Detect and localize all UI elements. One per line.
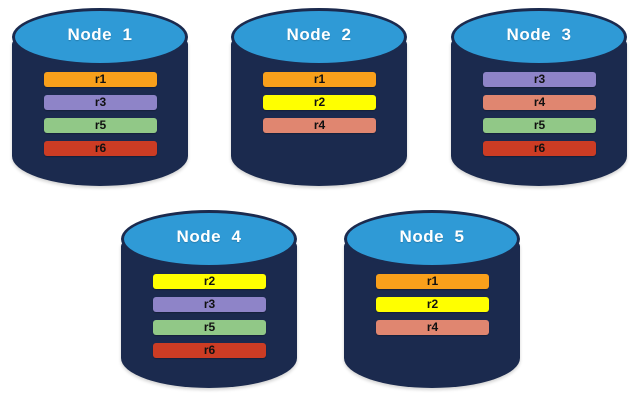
- database-node-1[interactable]: Node 1 r1 r3 r5 r6: [12, 8, 188, 186]
- record-bar[interactable]: r1: [263, 72, 376, 87]
- cylinder-top-ellipse: [121, 210, 297, 268]
- cylinder-top-ellipse: [344, 210, 520, 268]
- database-node-3[interactable]: Node 3 r3 r4 r5 r6: [451, 8, 627, 186]
- record-list: r2 r3 r5 r6: [153, 274, 266, 358]
- record-bar[interactable]: r1: [44, 72, 157, 87]
- database-node-4[interactable]: Node 4 r2 r3 r5 r6: [121, 210, 297, 388]
- record-bar[interactable]: r5: [153, 320, 266, 335]
- node-label: Node 3: [506, 25, 572, 44]
- record-bar[interactable]: r2: [153, 274, 266, 289]
- record-bar[interactable]: r3: [483, 72, 596, 87]
- record-list: r1 r2 r4: [263, 72, 376, 133]
- record-bar[interactable]: r5: [483, 118, 596, 133]
- record-list: r1 r2 r4: [376, 274, 489, 335]
- node-label: Node 5: [399, 227, 465, 246]
- cylinder-top-ellipse: [451, 8, 627, 66]
- record-list: r1 r3 r5 r6: [44, 72, 157, 156]
- record-bar[interactable]: r5: [44, 118, 157, 133]
- record-bar[interactable]: r4: [483, 95, 596, 110]
- record-list: r3 r4 r5 r6: [483, 72, 596, 156]
- record-bar[interactable]: r4: [263, 118, 376, 133]
- record-bar[interactable]: r2: [376, 297, 489, 312]
- record-bar[interactable]: r1: [376, 274, 489, 289]
- record-bar[interactable]: r2: [263, 95, 376, 110]
- database-node-5[interactable]: Node 5 r1 r2 r4: [344, 210, 520, 388]
- record-bar[interactable]: r6: [483, 141, 596, 156]
- record-bar[interactable]: r3: [153, 297, 266, 312]
- record-bar[interactable]: r4: [376, 320, 489, 335]
- cylinder-top-ellipse: [231, 8, 407, 66]
- node-label: Node 2: [286, 25, 352, 44]
- record-bar[interactable]: r6: [44, 141, 157, 156]
- node-label: Node 1: [67, 25, 133, 44]
- record-bar[interactable]: r6: [153, 343, 266, 358]
- database-node-2[interactable]: Node 2 r1 r2 r4: [231, 8, 407, 186]
- node-label: Node 4: [176, 227, 242, 246]
- record-bar[interactable]: r3: [44, 95, 157, 110]
- cylinder-top-ellipse: [12, 8, 188, 66]
